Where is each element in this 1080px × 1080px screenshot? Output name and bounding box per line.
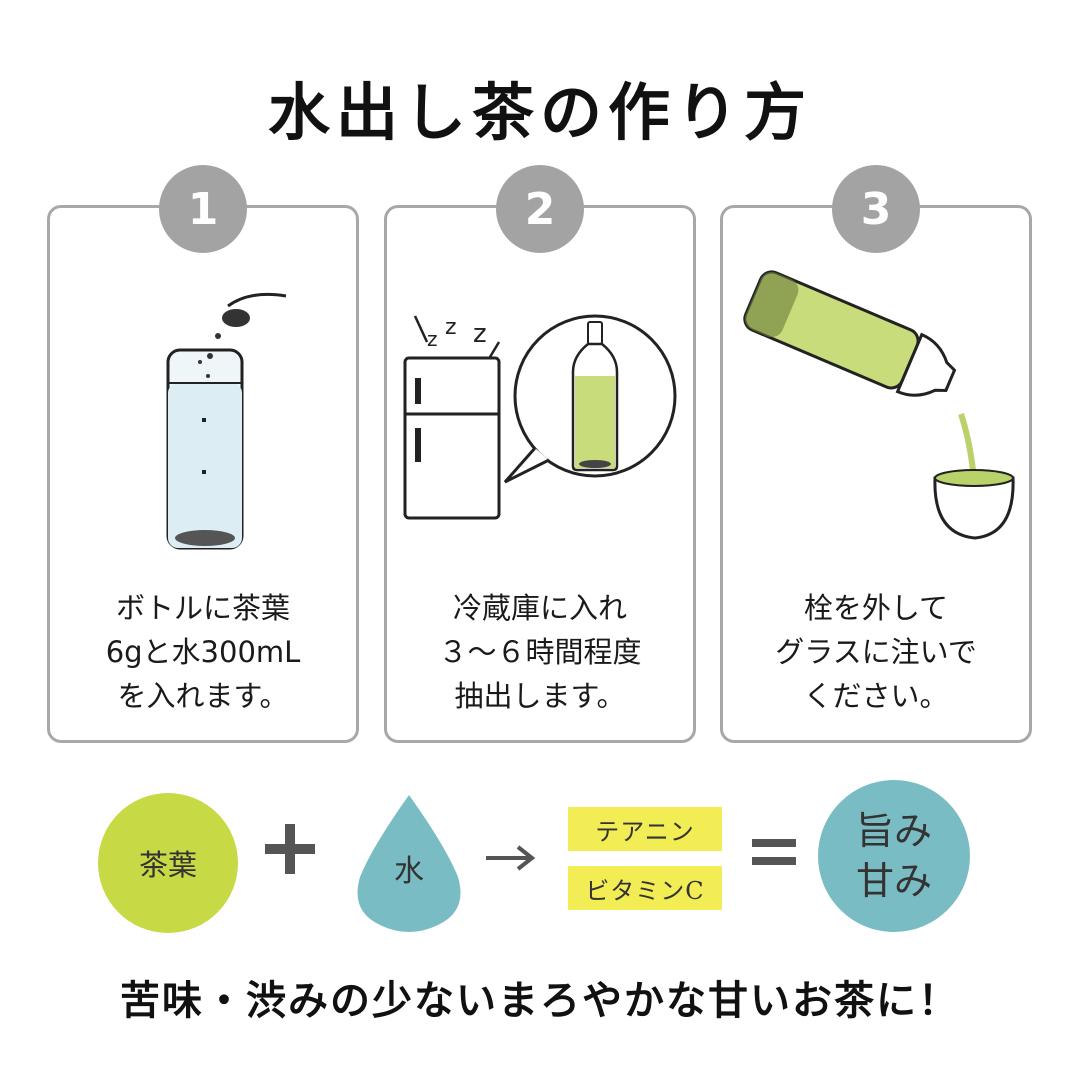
svg-text:z: z <box>473 319 487 349</box>
step-card-1: ボトルに茶葉 6gと水300mL を入れます。 <box>47 205 359 743</box>
water-drop-icon <box>357 795 461 932</box>
step-2-text: 冷蔵庫に入れ ３～６時間程度 抽出します。 <box>438 591 642 713</box>
umami-sweetness-circle: 旨み 甘み <box>818 780 970 932</box>
theanine-tag: テアニン <box>568 807 722 851</box>
footer-tagline: 苦味・渋みの少ないまろやかな甘いお茶に！ <box>120 978 960 1024</box>
step-card-3: 栓を外して グラスに注いで ください。 <box>720 205 1032 743</box>
step-number-2: 2 <box>496 165 584 253</box>
svg-text:z: z <box>445 315 457 340</box>
bottle-with-leaves-illustration <box>166 292 287 550</box>
arrow-right-icon <box>486 845 536 871</box>
page-title: 水出し茶の作り方 <box>267 76 812 149</box>
equals-icon <box>752 839 796 865</box>
plus-icon <box>265 824 315 874</box>
pouring-bottle-illustration <box>743 270 1015 540</box>
svg-text:z: z <box>427 327 438 351</box>
tea-leaves-circle: 茶葉 <box>98 793 238 933</box>
step-3-text: 栓を外して グラスに注いで ください。 <box>775 591 977 713</box>
step-number-1: 1 <box>159 165 247 253</box>
step-1-text: ボトルに茶葉 6gと水300mL を入れます。 <box>105 591 301 713</box>
water-label: 水 <box>394 854 424 889</box>
step-number-3: 3 <box>832 165 920 253</box>
fridge-illustration: z z z <box>403 314 677 520</box>
step-card-2: z z z 冷蔵庫に入れ ３～６時間程度 抽出します。 <box>384 205 696 743</box>
vitamin-c-tag: ビタミンC <box>568 866 722 910</box>
